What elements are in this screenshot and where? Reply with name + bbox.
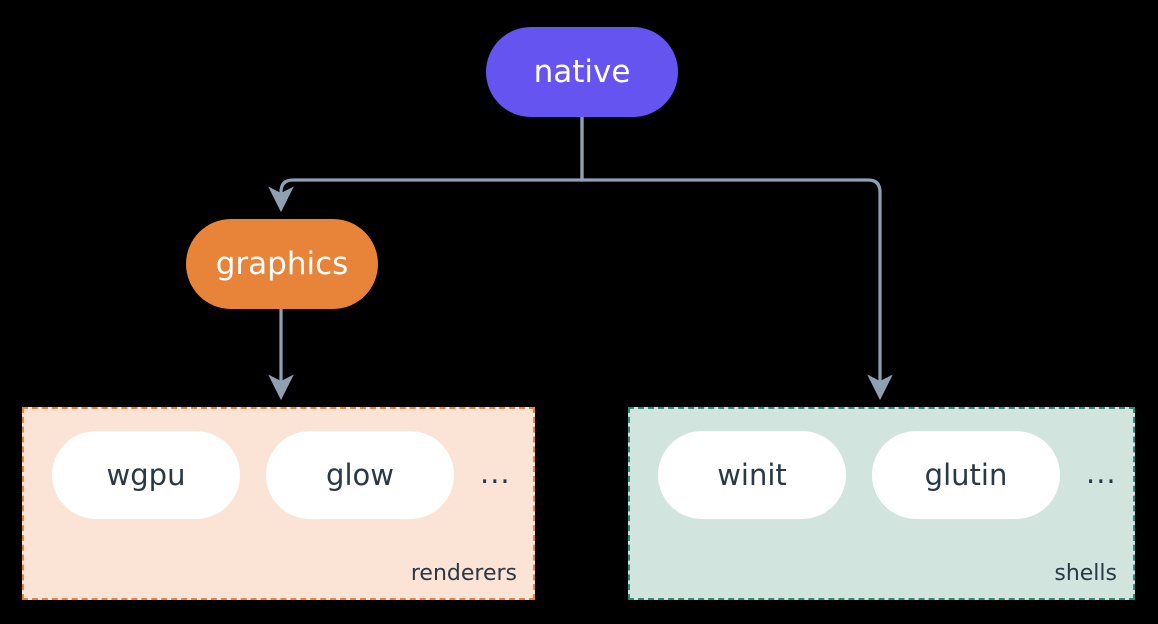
group-renderers: wgpu glow ... renderers	[22, 407, 535, 600]
leaf-node-glutin[interactable]: glutin	[872, 431, 1060, 519]
leaf-node-winit[interactable]: winit	[658, 431, 846, 519]
leaf-node-glow-label: glow	[326, 458, 394, 492]
edge-native-to-graphics	[268, 117, 584, 213]
leaf-node-winit-label: winit	[717, 458, 787, 492]
leaf-node-glutin-label: glutin	[924, 458, 1008, 492]
renderers-overflow-ellipsis: ...	[480, 455, 511, 490]
node-graphics[interactable]: graphics	[186, 219, 378, 309]
leaf-node-wgpu[interactable]: wgpu	[52, 431, 240, 519]
node-graphics-label: graphics	[215, 246, 349, 282]
group-shells-items: winit glutin ...	[630, 431, 1133, 519]
node-native[interactable]: native	[486, 27, 678, 117]
leaf-node-wgpu-label: wgpu	[106, 458, 186, 492]
group-shells: winit glutin ... shells	[628, 407, 1135, 600]
leaf-node-glow[interactable]: glow	[266, 431, 454, 519]
group-renderers-items: wgpu glow ...	[24, 431, 533, 519]
edge-native-to-shells	[580, 117, 893, 401]
group-renderers-caption: renderers	[410, 561, 517, 586]
group-shells-caption: shells	[1054, 561, 1117, 586]
shells-overflow-ellipsis: ...	[1086, 455, 1117, 490]
node-native-label: native	[533, 54, 631, 90]
